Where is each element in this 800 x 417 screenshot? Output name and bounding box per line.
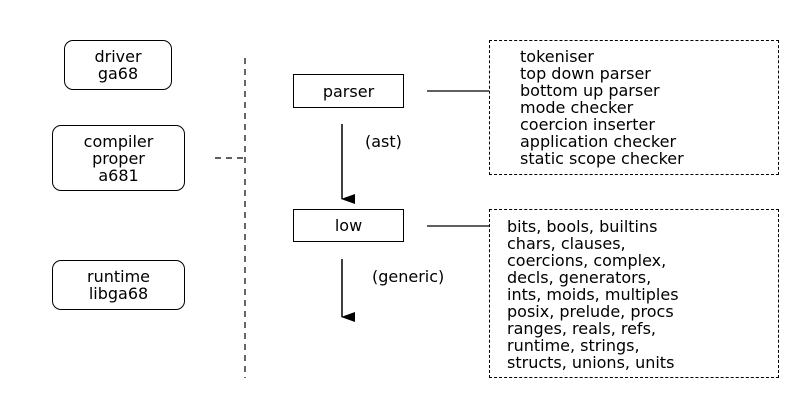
runtime-label: runtime bbox=[86, 267, 150, 286]
low-detail-item: decls, generators, bbox=[507, 268, 652, 287]
compiler-sublabel-2: a681 bbox=[98, 165, 139, 185]
parser-detail-item: tokeniser bbox=[520, 47, 594, 66]
low-stage-label: low bbox=[334, 216, 363, 235]
parser-detail-item: application checker bbox=[520, 132, 677, 151]
low-detail-item: ints, moids, multiples bbox=[507, 285, 679, 304]
runtime-box: runtime libga68 bbox=[52, 260, 185, 310]
parser-stage-box: parser bbox=[293, 74, 404, 108]
low-detail-item: structs, unions, units bbox=[507, 353, 675, 372]
low-details-box: bits, bools, builtins chars, clauses, co… bbox=[489, 209, 779, 378]
driver-label: driver bbox=[94, 47, 142, 66]
low-detail-item: runtime, strings, bbox=[507, 336, 640, 355]
parser-detail-item: coercion inserter bbox=[520, 115, 655, 134]
parser-details-box: tokeniser top down parser bottom up pars… bbox=[489, 40, 779, 175]
parser-stage-label: parser bbox=[322, 81, 375, 101]
parser-detail-item: static scope checker bbox=[520, 149, 684, 168]
parser-detail-item: bottom up parser bbox=[520, 81, 660, 100]
low-detail-item: posix, prelude, procs bbox=[507, 302, 674, 321]
parser-detail-item: top down parser bbox=[520, 64, 651, 83]
parser-detail-item: mode checker bbox=[520, 98, 634, 117]
compiler-sublabel-1: proper bbox=[92, 148, 145, 168]
low-detail-item: chars, clauses, bbox=[507, 234, 626, 253]
low-stage-box: low bbox=[293, 209, 404, 242]
driver-sublabel: ga68 bbox=[97, 64, 139, 83]
ast-edge-label: (ast) bbox=[365, 132, 402, 151]
low-detail-item: coercions, complex, bbox=[507, 251, 667, 270]
driver-box: driver ga68 bbox=[64, 40, 172, 90]
low-detail-item: ranges, reals, refs, bbox=[507, 319, 656, 338]
generic-edge-label: (generic) bbox=[372, 267, 445, 286]
compiler-box: compiler proper a681 bbox=[52, 125, 185, 191]
compiler-label: compiler bbox=[83, 131, 154, 151]
runtime-sublabel: libga68 bbox=[88, 284, 149, 303]
low-detail-item: bits, bools, builtins bbox=[507, 217, 658, 236]
